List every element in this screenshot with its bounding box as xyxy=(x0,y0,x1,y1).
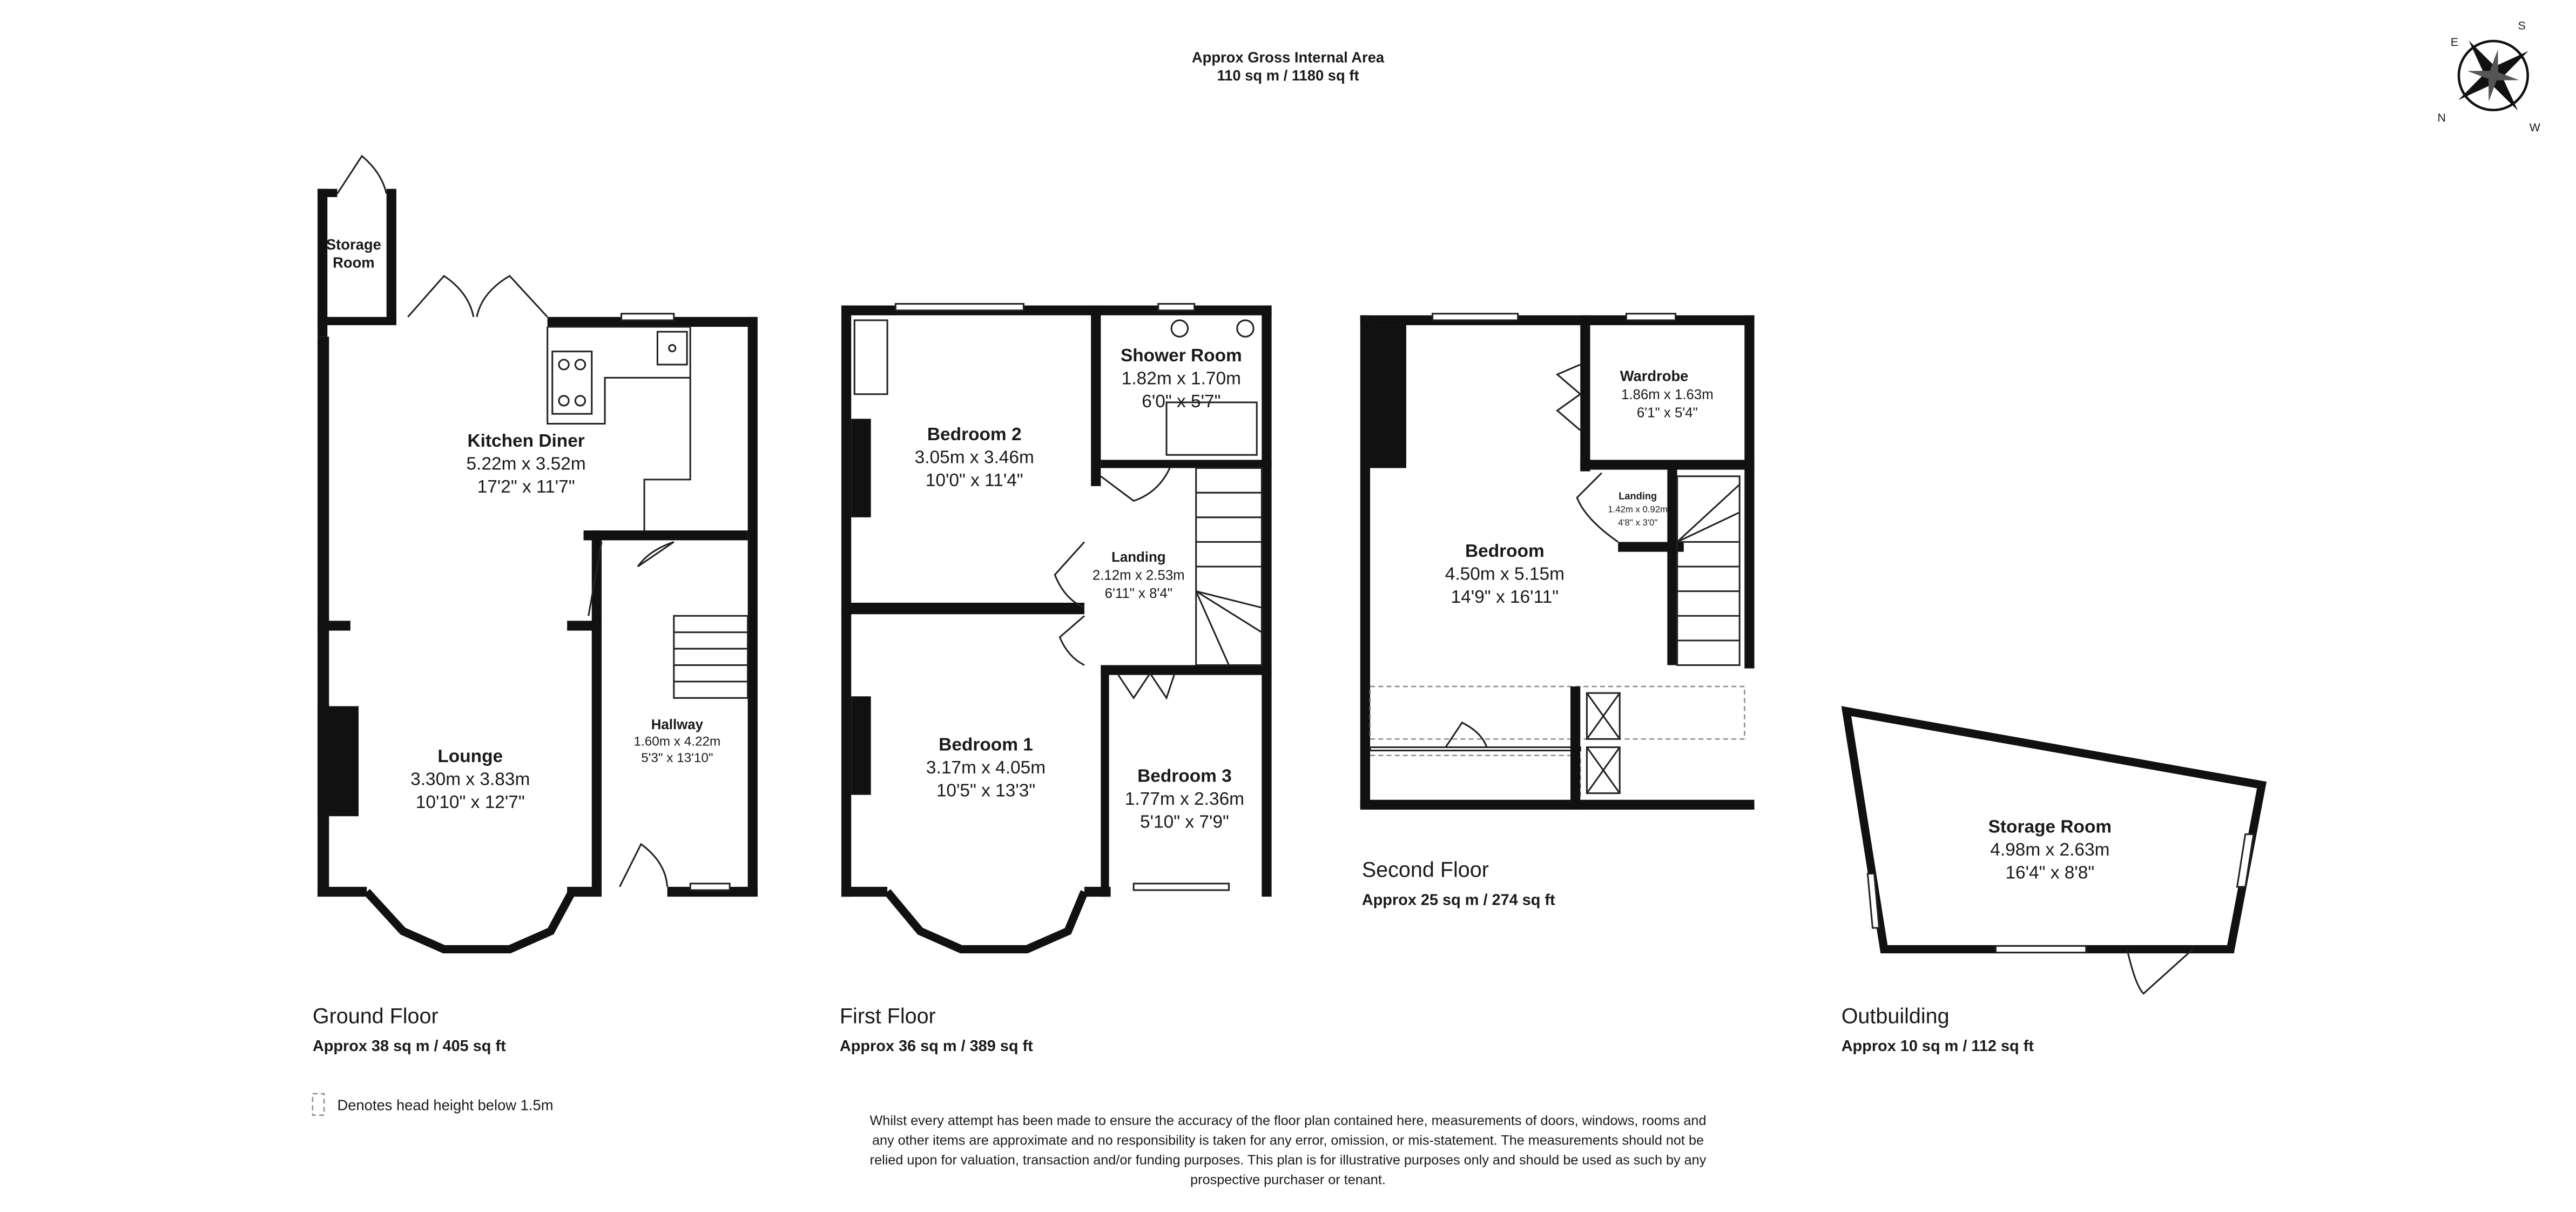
room-dimensions-metric: 1.60m x 4.22m xyxy=(633,734,720,749)
room-dimensions-metric: 3.05m x 3.46m xyxy=(915,447,1034,467)
room-dimensions-imperial: 5'3" x 13'10" xyxy=(641,751,713,765)
room-dimensions-metric: 4.98m x 2.63m xyxy=(1990,840,2109,860)
floor-name: Outbuilding xyxy=(1842,1004,1950,1028)
room-dimensions-imperial: 10'10" x 12'7" xyxy=(416,792,525,812)
sink-icon xyxy=(656,331,688,366)
disclaimer: Whilst every attempt has been made to en… xyxy=(870,1113,1707,1187)
room-label: Room xyxy=(333,254,375,271)
disclaimer-line: Whilst every attempt has been made to en… xyxy=(870,1113,1707,1128)
room-dimensions-imperial: 5'10" x 7'9" xyxy=(1140,812,1229,832)
room-label: Lounge xyxy=(437,746,503,766)
room-label: Hallway xyxy=(651,717,704,732)
gross-area-value: 110 sq m / 1180 sq ft xyxy=(1217,67,1359,84)
floor-name: First Floor xyxy=(840,1004,936,1028)
room-label: Bedroom 2 xyxy=(927,425,1022,445)
room-dimensions-metric: 5.22m x 3.52m xyxy=(467,454,586,474)
room-dimensions-imperial: 16'4" x 8'8" xyxy=(2005,863,2094,883)
floor-area: Approx 38 sq m / 405 sq ft xyxy=(313,1038,506,1055)
compass-rose-icon: E S N W xyxy=(2437,19,2540,134)
room-label: Storage xyxy=(326,236,381,253)
room-dimensions-imperial: 17'2" x 11'7" xyxy=(477,477,575,497)
compass-n: N xyxy=(2437,111,2445,124)
room-label: Bedroom 3 xyxy=(1137,766,1232,786)
room-label: Landing xyxy=(1111,550,1165,565)
room-dimensions-metric: 1.82m x 1.70m xyxy=(1122,369,1241,389)
room-dimensions-metric: 1.77m x 2.36m xyxy=(1125,789,1244,809)
room-dimensions-metric: 4.50m x 5.15m xyxy=(1445,564,1565,584)
room-dimensions-metric: 1.86m x 1.63m xyxy=(1621,387,1714,402)
floor-area: Approx 25 sq m / 274 sq ft xyxy=(1362,891,1555,908)
first-floor-plan: Bedroom 2 3.05m x 3.46m 10'0" x 11'4" Sh… xyxy=(841,303,1272,954)
room-dimensions-metric: 3.17m x 4.05m xyxy=(926,758,1046,778)
floor-name: Ground Floor xyxy=(313,1004,439,1028)
room-label: Storage Room xyxy=(1988,817,2112,837)
disclaimer-line: relied upon for valuation, transaction a… xyxy=(870,1153,1707,1168)
room-dimensions-imperial: 6'0" x 5'7" xyxy=(1142,392,1220,412)
compass-s: S xyxy=(2518,19,2525,32)
room-dimensions-imperial: 10'0" x 11'4" xyxy=(926,470,1023,490)
floor-area: Approx 10 sq m / 112 sq ft xyxy=(1842,1038,2034,1055)
hob-icon xyxy=(551,351,593,415)
room-label: Bedroom 1 xyxy=(939,735,1033,755)
room-dimensions-metric: 3.30m x 3.83m xyxy=(410,769,530,789)
floor-area: Approx 36 sq m / 389 sq ft xyxy=(840,1038,1033,1055)
compass-w: W xyxy=(2530,121,2540,134)
room-dimensions-metric: 1.42m x 0.92m xyxy=(1608,504,1668,515)
second-floor-plan: Wardrobe 1.86m x 1.63m 6'1" x 5'4" Landi… xyxy=(1360,313,1755,810)
outbuilding-plan: Storage Room 4.98m x 2.63m 16'4" x 8'8" xyxy=(1841,706,2267,995)
disclaimer-line: any other items are approximate and no r… xyxy=(872,1133,1704,1148)
floor-name: Second Floor xyxy=(1362,858,1489,882)
room-dimensions-imperial: 6'11" x 8'4" xyxy=(1105,586,1172,601)
room-dimensions-imperial: 6'1" x 5'4" xyxy=(1637,405,1698,420)
room-dimensions-imperial: 4'8" x 3'0" xyxy=(1618,517,1657,528)
gross-area-title: Approx Gross Internal Area xyxy=(1192,49,1385,66)
disclaimer-line: prospective purchaser or tenant. xyxy=(1190,1172,1386,1187)
head-height-legend-label: Denotes head height below 1.5m xyxy=(337,1096,553,1113)
ground-floor-plan: Storage Room Kitchen Diner 5.22m x 3.52m… xyxy=(317,154,758,954)
room-label: Shower Room xyxy=(1121,346,1242,366)
room-label: Kitchen Diner xyxy=(467,431,584,451)
room-dimensions-imperial: 10'5" x 13'3" xyxy=(936,781,1035,801)
room-dimensions-metric: 2.12m x 2.53m xyxy=(1093,568,1185,583)
room-label: Wardrobe xyxy=(1620,367,1689,384)
room-label: Bedroom xyxy=(1465,541,1545,561)
head-height-legend-swatch xyxy=(312,1093,325,1116)
compass-e: E xyxy=(2451,36,2458,49)
room-label: Landing xyxy=(1619,490,1657,501)
room-dimensions-imperial: 14'9" x 16'11" xyxy=(1451,587,1559,607)
